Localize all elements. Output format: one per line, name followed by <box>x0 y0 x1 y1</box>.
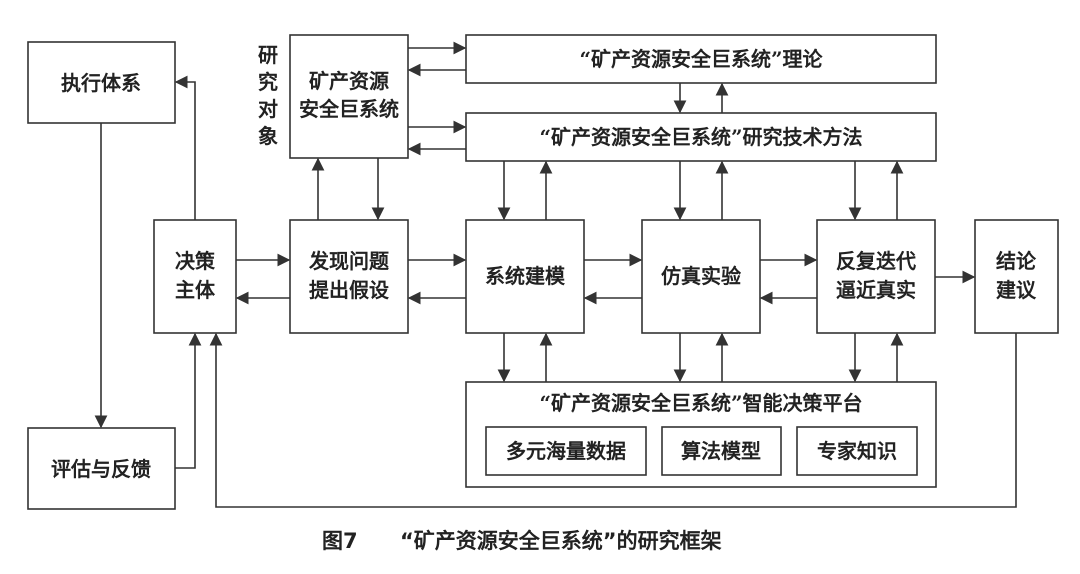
methods-label: “矿产资源安全巨系统”研究技术方法 <box>539 125 862 149</box>
decision-platform-label: “矿产资源安全巨系统”智能决策平台 <box>539 391 862 415</box>
giant-system-label-1: 矿产资源 <box>309 69 389 93</box>
iteration-label-1: 反复迭代 <box>836 249 916 273</box>
discover-problem-label-1: 发现问题 <box>308 249 390 273</box>
arrow-evaluation-to-decision <box>175 332 202 469</box>
execution-system-label: 执行体系 <box>61 71 141 95</box>
platform-algorithm-label: 算法模型 <box>681 439 761 463</box>
figure-number: 图7 <box>322 529 358 553</box>
discover-problem-label-2: 提出假设 <box>309 278 389 302</box>
theory-label: “矿产资源安全巨系统”理论 <box>579 47 823 71</box>
simulation-label: 仿真实验 <box>661 264 741 288</box>
platform-expert-label: 专家知识 <box>817 439 897 463</box>
platform-data-label: 多元海量数据 <box>506 439 626 463</box>
research-object-char-1: 研 <box>258 43 278 67</box>
methods-node: “矿产资源安全巨系统”研究技术方法 <box>465 112 937 162</box>
figure-title: “矿产资源安全巨系统”的研究框架 <box>400 529 722 553</box>
arrow-conclusion-to-decision <box>209 332 1017 508</box>
evaluation-feedback-label: 评估与反馈 <box>51 457 151 481</box>
figure-caption: 图7 “矿产资源安全巨系统”的研究框架 <box>322 529 722 553</box>
evaluation-feedback-node: 评估与反馈 <box>27 427 176 510</box>
research-object-char-2: 究 <box>258 70 278 94</box>
simulation-node: 仿真实验 <box>641 219 761 334</box>
discover-problem-node: 发现问题 提出假设 <box>289 219 409 334</box>
conclusion-node: 结论 建议 <box>974 219 1059 334</box>
theory-node: “矿产资源安全巨系统”理论 <box>465 34 937 84</box>
decision-platform-node: “矿产资源安全巨系统”智能决策平台 多元海量数据 算法模型 专家知识 <box>465 381 937 488</box>
decision-subject-node: 决策 主体 <box>153 219 237 334</box>
giant-system-label-2: 安全巨系统 <box>299 97 399 121</box>
platform-expert-box: 专家知识 <box>796 426 918 476</box>
conclusion-label-1: 结论 <box>996 249 1037 273</box>
giant-system-node: 矿产资源 安全巨系统 <box>289 34 409 159</box>
platform-data-box: 多元海量数据 <box>485 426 647 476</box>
decision-subject-label-2: 主体 <box>175 278 216 302</box>
research-object-char-4: 象 <box>258 124 278 148</box>
system-modeling-label: 系统建模 <box>485 264 566 288</box>
decision-subject-label-1: 决策 <box>175 249 216 273</box>
system-modeling-node: 系统建模 <box>465 219 585 334</box>
iteration-node: 反复迭代 逼近真实 <box>816 219 936 334</box>
platform-algorithm-box: 算法模型 <box>661 426 782 476</box>
arrow-decision-to-execution <box>174 75 196 220</box>
execution-system-node: 执行体系 <box>27 41 176 124</box>
conclusion-label-2: 建议 <box>996 278 1037 302</box>
iteration-label-2: 逼近真实 <box>836 278 916 302</box>
research-object-char-3: 对 <box>258 97 278 121</box>
research-object-label: 研 究 对 象 <box>258 43 278 148</box>
connectors <box>94 41 1017 508</box>
